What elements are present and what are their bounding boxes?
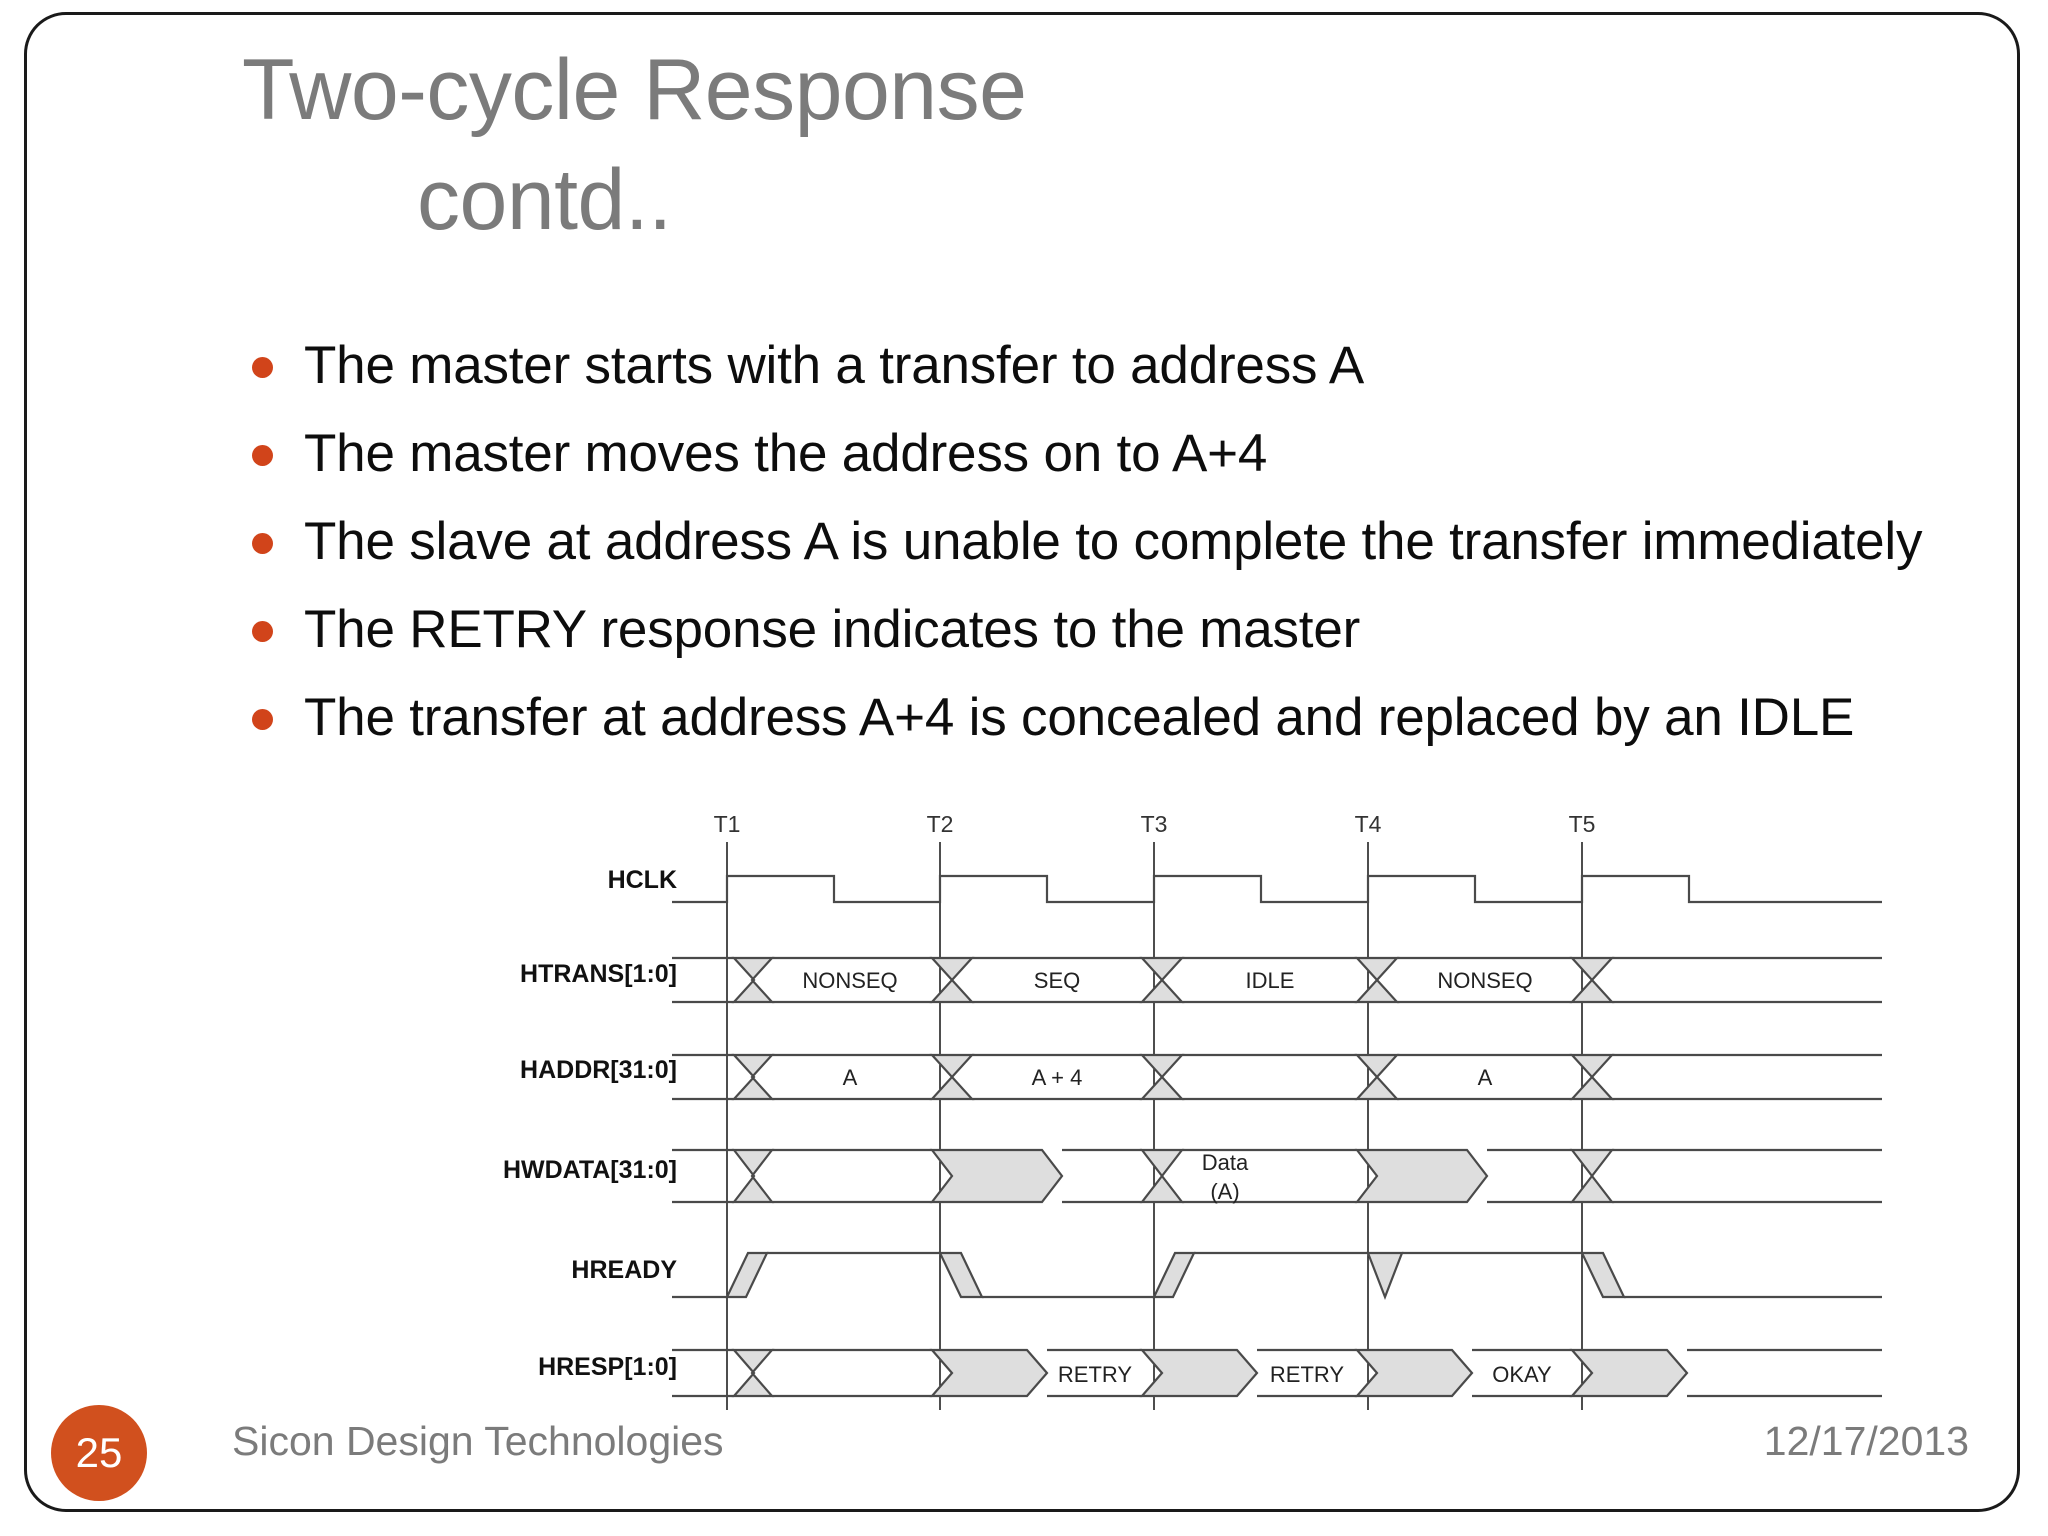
list-item: The slave at address A is unable to comp… [232, 511, 1952, 573]
list-item-label: The transfer at address A+4 is concealed… [304, 688, 1855, 747]
bullet-dot-icon [252, 709, 273, 730]
signal-label-haddr: HADDR[31:0] [520, 1056, 677, 1084]
waveform-hwdata: Data (A) [672, 1148, 1882, 1204]
time-marker-t1: T1 [714, 811, 741, 837]
bullet-list: The master starts with a transfer to add… [232, 335, 1952, 775]
bus-value-data-a-line1: Data [1202, 1150, 1249, 1175]
list-item: The master starts with a transfer to add… [232, 335, 1952, 397]
footer-company: Sicon Design Technologies [232, 1418, 724, 1464]
bus-value-seq: SEQ [1034, 968, 1080, 993]
page-number-badge: 25 [51, 1405, 147, 1501]
bus-value-nonseq-2: NONSEQ [1437, 968, 1532, 993]
title-line-2: contd.. [417, 152, 672, 249]
waveform-hresp: RETRY RETRY OKAY [672, 1348, 1882, 1398]
waveform-htrans: NONSEQ SEQ IDLE NONSEQ [672, 956, 1882, 1004]
waveform-hclk [672, 874, 1882, 904]
bus-value-retry-2: RETRY [1270, 1362, 1344, 1387]
time-marker-t2: T2 [927, 811, 954, 837]
title-line-1: Two-cycle Response [242, 42, 1027, 138]
list-item-label: The RETRY response indicates to the mast… [304, 600, 1361, 659]
page-title: Two-cycle Response contd.. [242, 35, 1742, 255]
page-number: 25 [75, 1429, 123, 1476]
signal-label-htrans: HTRANS[1:0] [520, 960, 677, 988]
slide-canvas: Two-cycle Response contd.. The master st… [24, 12, 2020, 1512]
bullet-dot-icon [252, 533, 273, 554]
bus-value-data-a-line2: (A) [1210, 1179, 1239, 1204]
time-marker-t3: T3 [1141, 811, 1168, 837]
time-marker-t4: T4 [1355, 811, 1382, 837]
timing-diagram: .lbl{font-family:"Liberation Sans",sans-… [482, 810, 1942, 1440]
bullet-dot-icon [252, 621, 273, 642]
signal-label-hwdata: HWDATA[31:0] [503, 1156, 677, 1184]
list-item: The RETRY response indicates to the mast… [232, 599, 1952, 661]
bus-value-addr-a-1: A [843, 1065, 858, 1090]
bus-value-addr-a-2: A [1478, 1065, 1493, 1090]
list-item: The transfer at address A+4 is concealed… [232, 687, 1952, 749]
list-item-label: The master starts with a transfer to add… [304, 336, 1365, 395]
bus-value-addr-a4: A + 4 [1032, 1065, 1083, 1090]
time-marker-t5: T5 [1569, 811, 1596, 837]
signal-label-hclk: HCLK [608, 866, 677, 894]
bullet-dot-icon [252, 445, 273, 466]
list-item-label: The master moves the address on to A+4 [304, 424, 1268, 483]
list-item-label: The slave at address A is unable to comp… [304, 512, 1923, 571]
list-item: The master moves the address on to A+4 [232, 423, 1952, 485]
waveform-hready [672, 1251, 1882, 1301]
bus-value-nonseq-1: NONSEQ [802, 968, 897, 993]
bus-value-okay: OKAY [1492, 1362, 1552, 1387]
waveform-haddr: A A + 4 A [672, 1053, 1882, 1101]
bus-value-idle: IDLE [1246, 968, 1295, 993]
signal-label-hresp: HRESP[1:0] [538, 1353, 677, 1381]
bus-value-retry-1: RETRY [1058, 1362, 1132, 1387]
bullet-dot-icon [252, 357, 273, 378]
signal-label-hready: HREADY [571, 1256, 677, 1284]
footer-date: 12/17/2013 [1763, 1418, 1969, 1464]
